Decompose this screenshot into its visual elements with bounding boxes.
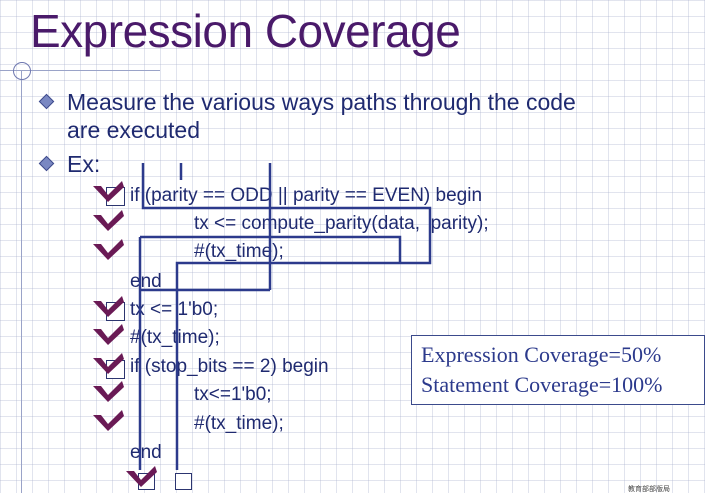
- expression-coverage-label: Expression Coverage=50%: [421, 342, 662, 367]
- bullet-text-line: Measure the various ways paths through t…: [67, 89, 576, 115]
- code-line: if (stop_bits == 2) begin: [130, 356, 329, 377]
- path-line: [140, 235, 402, 263]
- check-mark-icon: [93, 353, 124, 374]
- bullet-text-ex: Ex:: [67, 151, 101, 177]
- checkbox: [175, 473, 192, 490]
- code-line: end: [130, 442, 162, 463]
- code-line: end: [130, 271, 162, 292]
- code-line: #(tx_time);: [194, 413, 284, 434]
- path-line: [141, 163, 432, 470]
- coverage-stats-box: Expression Coverage=50% Statement Covera…: [411, 335, 705, 405]
- statement-coverage-label: Statement Coverage=100%: [421, 372, 663, 397]
- decorative-circle-icon: [13, 62, 31, 80]
- check-mark-icon: [93, 210, 124, 231]
- code-line: tx<=1'b0;: [194, 384, 272, 405]
- check-mark-icons: [93, 181, 157, 487]
- check-mark-icon: [93, 181, 124, 202]
- check-mark-icon: [93, 324, 124, 345]
- check-mark-icon: [126, 466, 157, 487]
- code-line: #(tx_time);: [130, 327, 220, 348]
- check-mark-icon: [93, 381, 124, 402]
- bullet-text-line: are executed: [67, 117, 200, 143]
- path-lines: [138, 163, 432, 470]
- check-mark-icon: [93, 239, 124, 260]
- code-line: #(tx_time);: [194, 241, 284, 262]
- watermark-text: 教育部部版局: [628, 486, 670, 493]
- check-mark-icon: [93, 296, 124, 317]
- code-line: if (parity == ODD || parity == EVEN) beg…: [130, 185, 483, 206]
- decorative-horizontal-rule: [0, 70, 160, 71]
- decorative-vertical-rule: [21, 70, 22, 493]
- slide-title: Expression Coverage: [30, 5, 461, 57]
- check-mark-icon: [93, 410, 124, 431]
- code-line: tx <= compute_parity(data, parity);: [194, 213, 489, 234]
